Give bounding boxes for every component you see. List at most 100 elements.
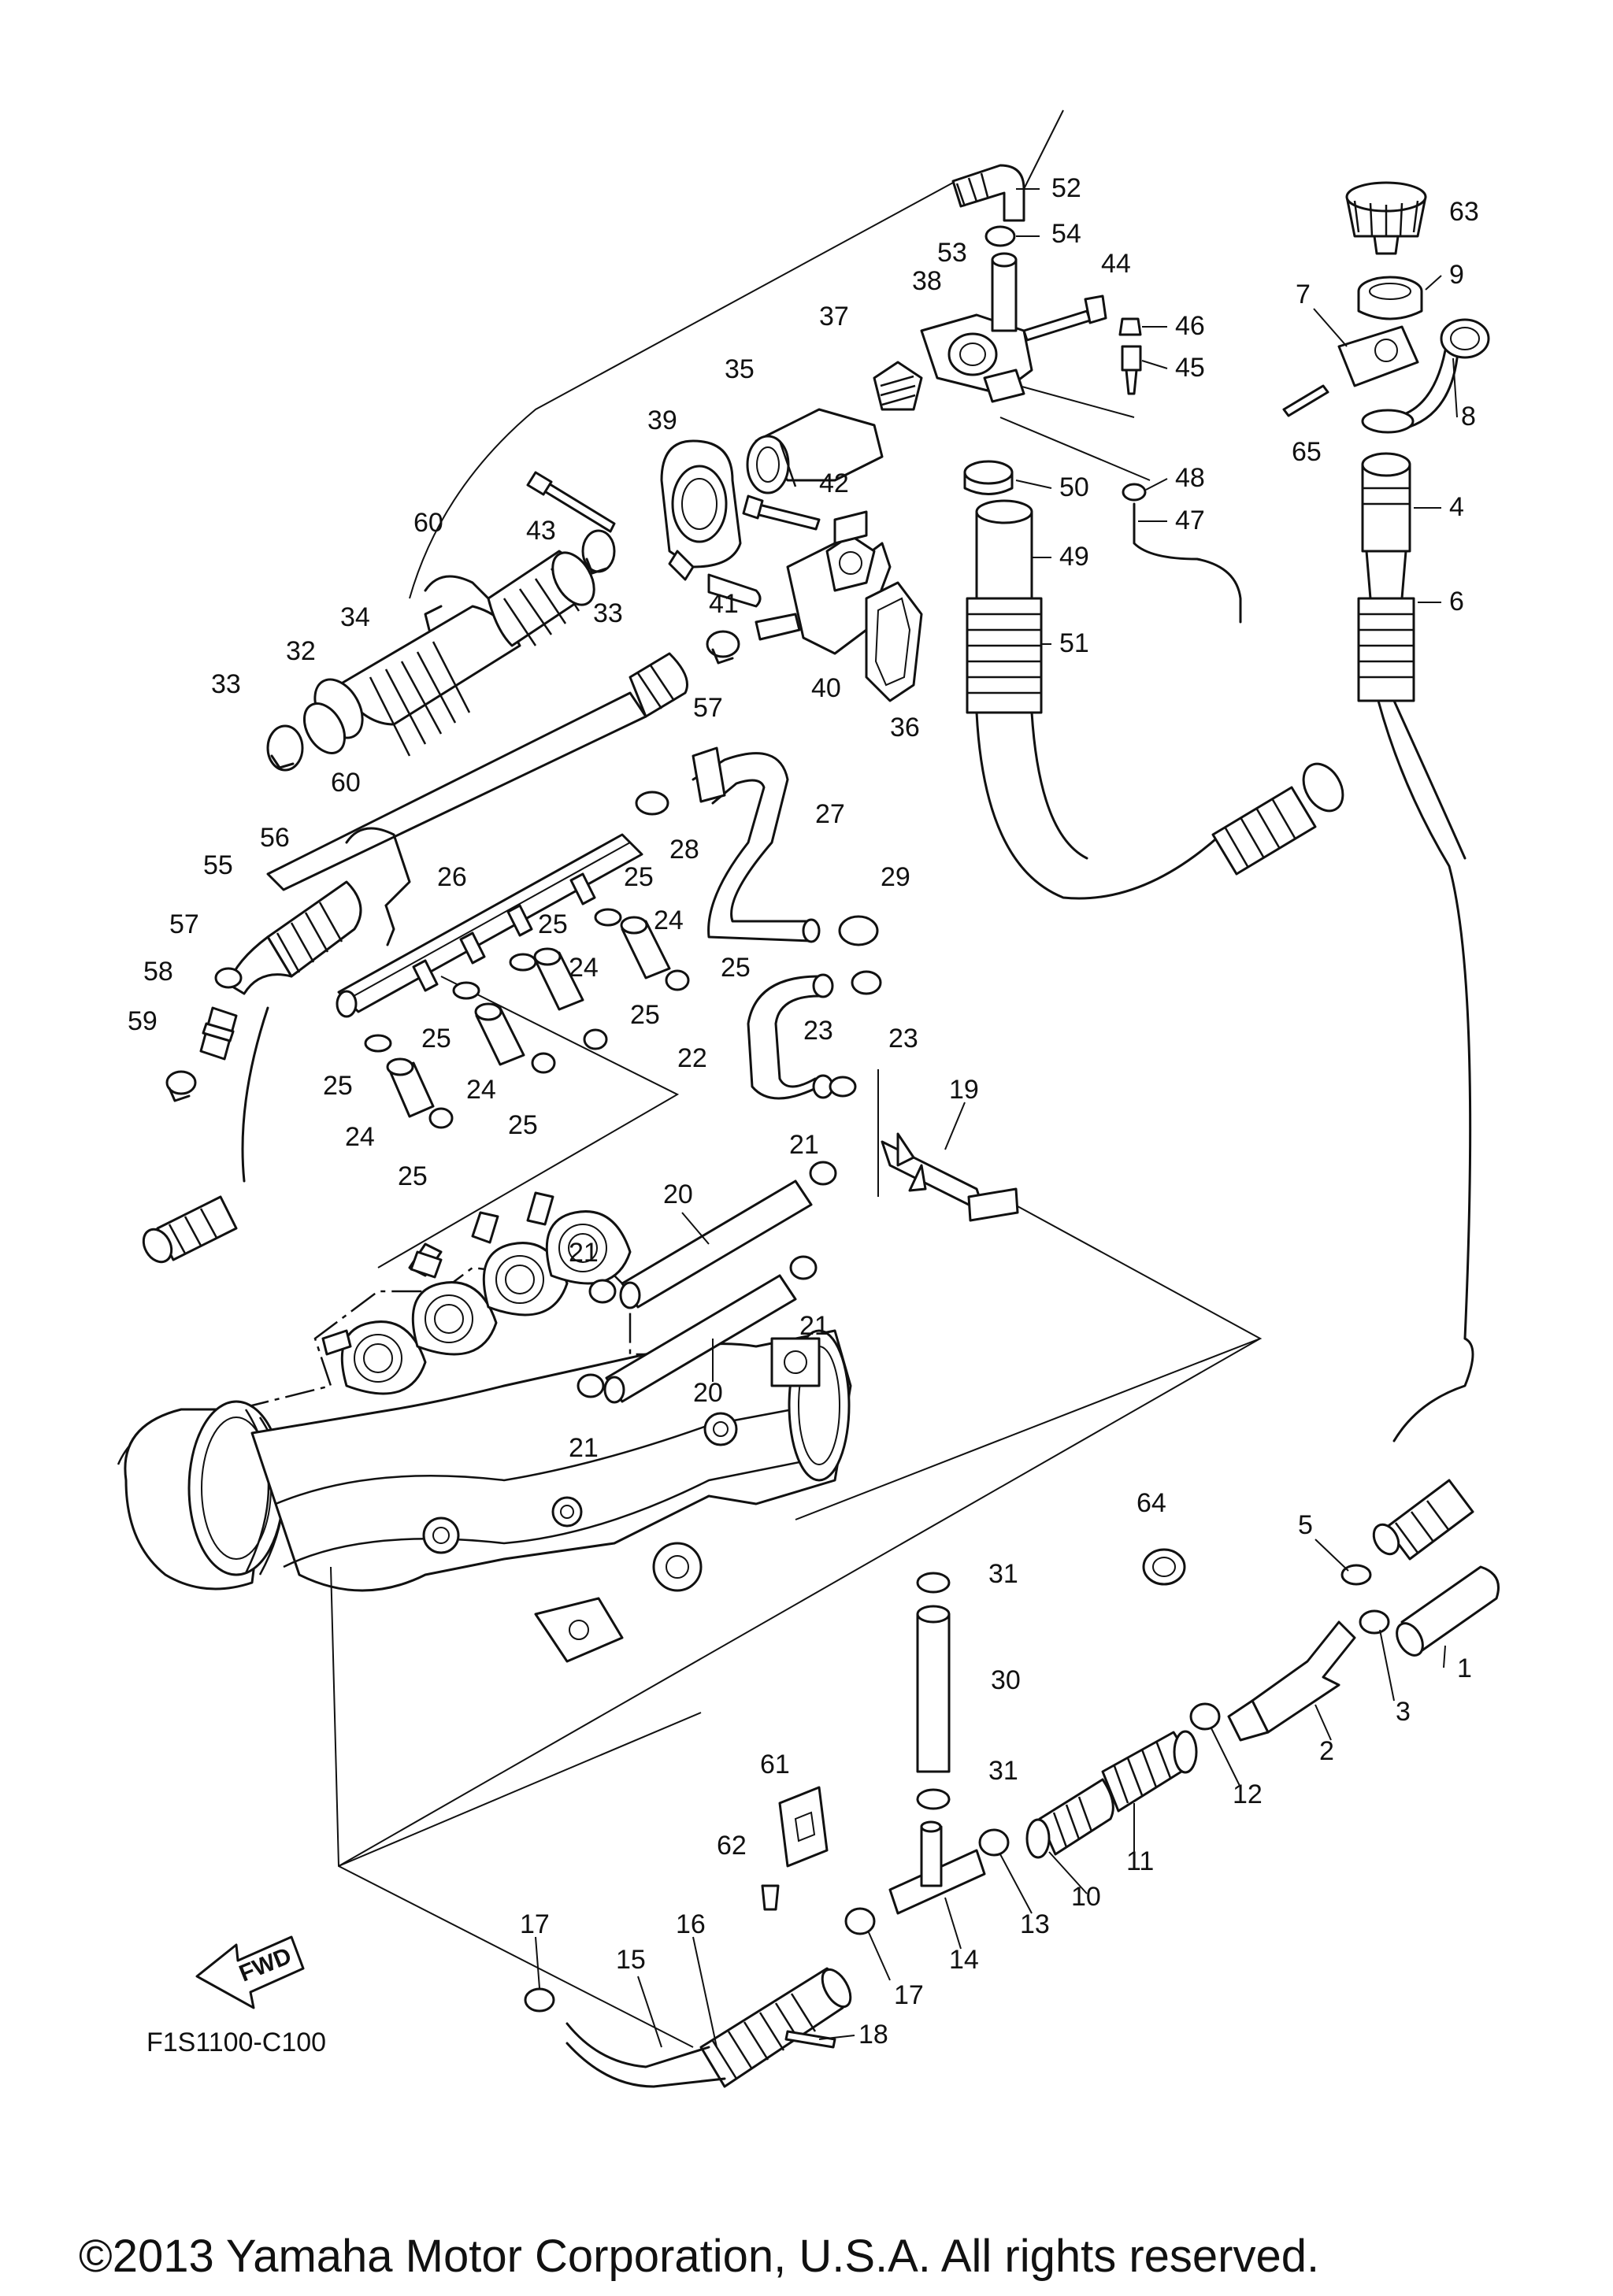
- callout-41: 41: [709, 589, 739, 619]
- callout-38: 38: [912, 266, 942, 296]
- part-46-cap: [1118, 317, 1142, 336]
- part-47-hose: [1133, 502, 1242, 624]
- callout-25b: 25: [421, 1024, 451, 1054]
- part-9-ring: [1357, 276, 1423, 320]
- callout-51: 51: [1059, 628, 1089, 658]
- part-25-clamp-a: [364, 1034, 392, 1053]
- callout-18: 18: [858, 2020, 888, 2050]
- callout-17a: 17: [520, 1909, 550, 1939]
- callout-65: 65: [1292, 437, 1322, 467]
- callout-21c: 21: [799, 1311, 829, 1341]
- part-29-clamp: [838, 915, 879, 946]
- part-2-y-joint: [1227, 1620, 1356, 1742]
- callout-25e: 25: [398, 1161, 428, 1191]
- callout-33b: 33: [593, 598, 623, 628]
- part-50-clamp: [963, 460, 1014, 495]
- part-16-bellows: [699, 1967, 852, 2088]
- callout-19: 19: [949, 1075, 979, 1105]
- engine-exhaust-assembly: [117, 1191, 852, 1663]
- callout-25h: 25: [721, 953, 751, 983]
- callout-25a: 25: [323, 1071, 353, 1101]
- part-code-label: F1S1100-C100: [146, 2028, 326, 2057]
- callout-45: 45: [1175, 353, 1205, 383]
- callout-42: 42: [819, 468, 849, 498]
- callout-21d: 21: [569, 1433, 599, 1463]
- callout-56: 56: [260, 823, 290, 853]
- callout-16: 16: [676, 1909, 706, 1939]
- hose-long-diagonal: [266, 652, 688, 891]
- callout-4: 4: [1449, 492, 1464, 522]
- callout-48: 48: [1175, 463, 1205, 493]
- part-64-grommet: [1142, 1548, 1186, 1586]
- part-7-bracket: [1337, 325, 1419, 387]
- callout-28: 28: [669, 835, 699, 865]
- part-42-bolt: [751, 502, 821, 531]
- part-17-clamp-b: [524, 1987, 555, 2013]
- fwd-arrow-icon: [195, 1935, 305, 2009]
- part-25-clamp-g: [583, 1028, 608, 1050]
- callout-9: 9: [1449, 260, 1464, 290]
- part-57-clamp-b: [214, 967, 243, 989]
- callout-33a: 33: [211, 669, 241, 699]
- callout-25g: 25: [630, 1000, 660, 1030]
- part-48-clamp: [1122, 483, 1147, 502]
- part-15-hose: [565, 2022, 710, 2068]
- callout-53: 53: [937, 238, 967, 268]
- callout-23b: 23: [888, 1024, 918, 1054]
- part-33-clamp-a: [266, 724, 304, 772]
- part-21-clamp-d: [577, 1373, 605, 1398]
- callout-54: 54: [1051, 219, 1081, 249]
- callout-63: 63: [1449, 197, 1479, 227]
- part-24-hose-d: [620, 916, 671, 980]
- part-3-clamp: [1359, 1609, 1390, 1635]
- part-38-elbow-fitting: [920, 252, 1033, 403]
- callout-3: 3: [1396, 1697, 1411, 1727]
- part-58-fitting: [199, 1006, 238, 1061]
- callout-60a: 60: [413, 508, 443, 538]
- part-27-hose: [692, 746, 821, 943]
- part-13-clamp: [978, 1828, 1010, 1857]
- callout-12: 12: [1233, 1779, 1263, 1809]
- part-12-clamp: [1189, 1702, 1221, 1731]
- part-26-rail: [336, 833, 643, 1018]
- bellows-mid-right: [1211, 762, 1344, 876]
- callout-24c: 24: [569, 953, 599, 983]
- callout-22: 22: [677, 1043, 707, 1073]
- callout-39: 39: [647, 406, 677, 435]
- callout-21b: 21: [569, 1238, 599, 1268]
- right-parts: [1142, 181, 1500, 1742]
- part-20-hose-a: [619, 1179, 813, 1309]
- part-1-hose: [1396, 1565, 1500, 1657]
- callout-20a: 20: [663, 1179, 693, 1209]
- part-21-clamp-c: [588, 1279, 617, 1304]
- cylinder-head-flanges: [321, 1191, 632, 1395]
- callout-55: 55: [203, 850, 233, 880]
- callout-13: 13: [1020, 1909, 1050, 1939]
- part-25-clamp-b: [452, 981, 480, 1000]
- callout-59: 59: [128, 1006, 158, 1036]
- callout-36: 36: [890, 713, 920, 742]
- part-39-housing: [660, 439, 742, 581]
- callout-6: 6: [1449, 587, 1464, 617]
- callout-8: 8: [1461, 402, 1476, 431]
- callout-61: 61: [760, 1750, 790, 1779]
- callout-50: 50: [1059, 472, 1089, 502]
- callout-44: 44: [1101, 249, 1131, 279]
- part-45-sensor: [1121, 345, 1142, 395]
- bellows-lower-right: [1372, 1337, 1474, 1561]
- callout-62: 62: [717, 1831, 747, 1861]
- callout-47: 47: [1175, 505, 1205, 535]
- part-61-bracket: [778, 1786, 829, 1868]
- callout-7: 7: [1296, 280, 1311, 309]
- callout-60b: 60: [331, 768, 361, 798]
- part-51-bellows: [966, 597, 1222, 900]
- part-41-pin: [707, 573, 762, 608]
- callout-5: 5: [1298, 1510, 1313, 1540]
- part-20-hose-b: [603, 1274, 797, 1404]
- callout-24d: 24: [654, 905, 684, 935]
- part-21-clamp-a: [809, 1161, 837, 1186]
- part-31-clamp-b: [916, 1788, 951, 1810]
- callout-14: 14: [949, 1945, 979, 1975]
- callout-35: 35: [725, 354, 755, 384]
